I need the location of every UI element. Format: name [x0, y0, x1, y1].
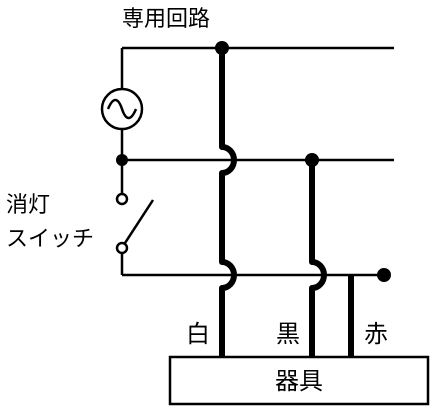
switch-label-line1: 消灯 [6, 193, 50, 218]
junction-dot-middle-left [116, 154, 128, 166]
switch-label-line2: スイッチ [6, 227, 94, 252]
switch-icon [115, 192, 155, 255]
bus-lines [122, 46, 394, 277]
wire-white [219, 48, 237, 356]
ac-source-icon [100, 87, 144, 131]
wire-black-label: 黒 [276, 320, 300, 348]
wire-black [309, 160, 327, 356]
junction-dot-bottom-right [377, 268, 391, 282]
fixture-box [168, 355, 430, 406]
thick-wires [219, 48, 354, 356]
wire-white-label: 白 [186, 320, 210, 348]
fixture-label: 器具 [275, 367, 323, 395]
circuit-title: 専用回路 [122, 7, 210, 32]
junction-dots [116, 41, 391, 282]
wire-red-label: 赤 [364, 320, 388, 348]
